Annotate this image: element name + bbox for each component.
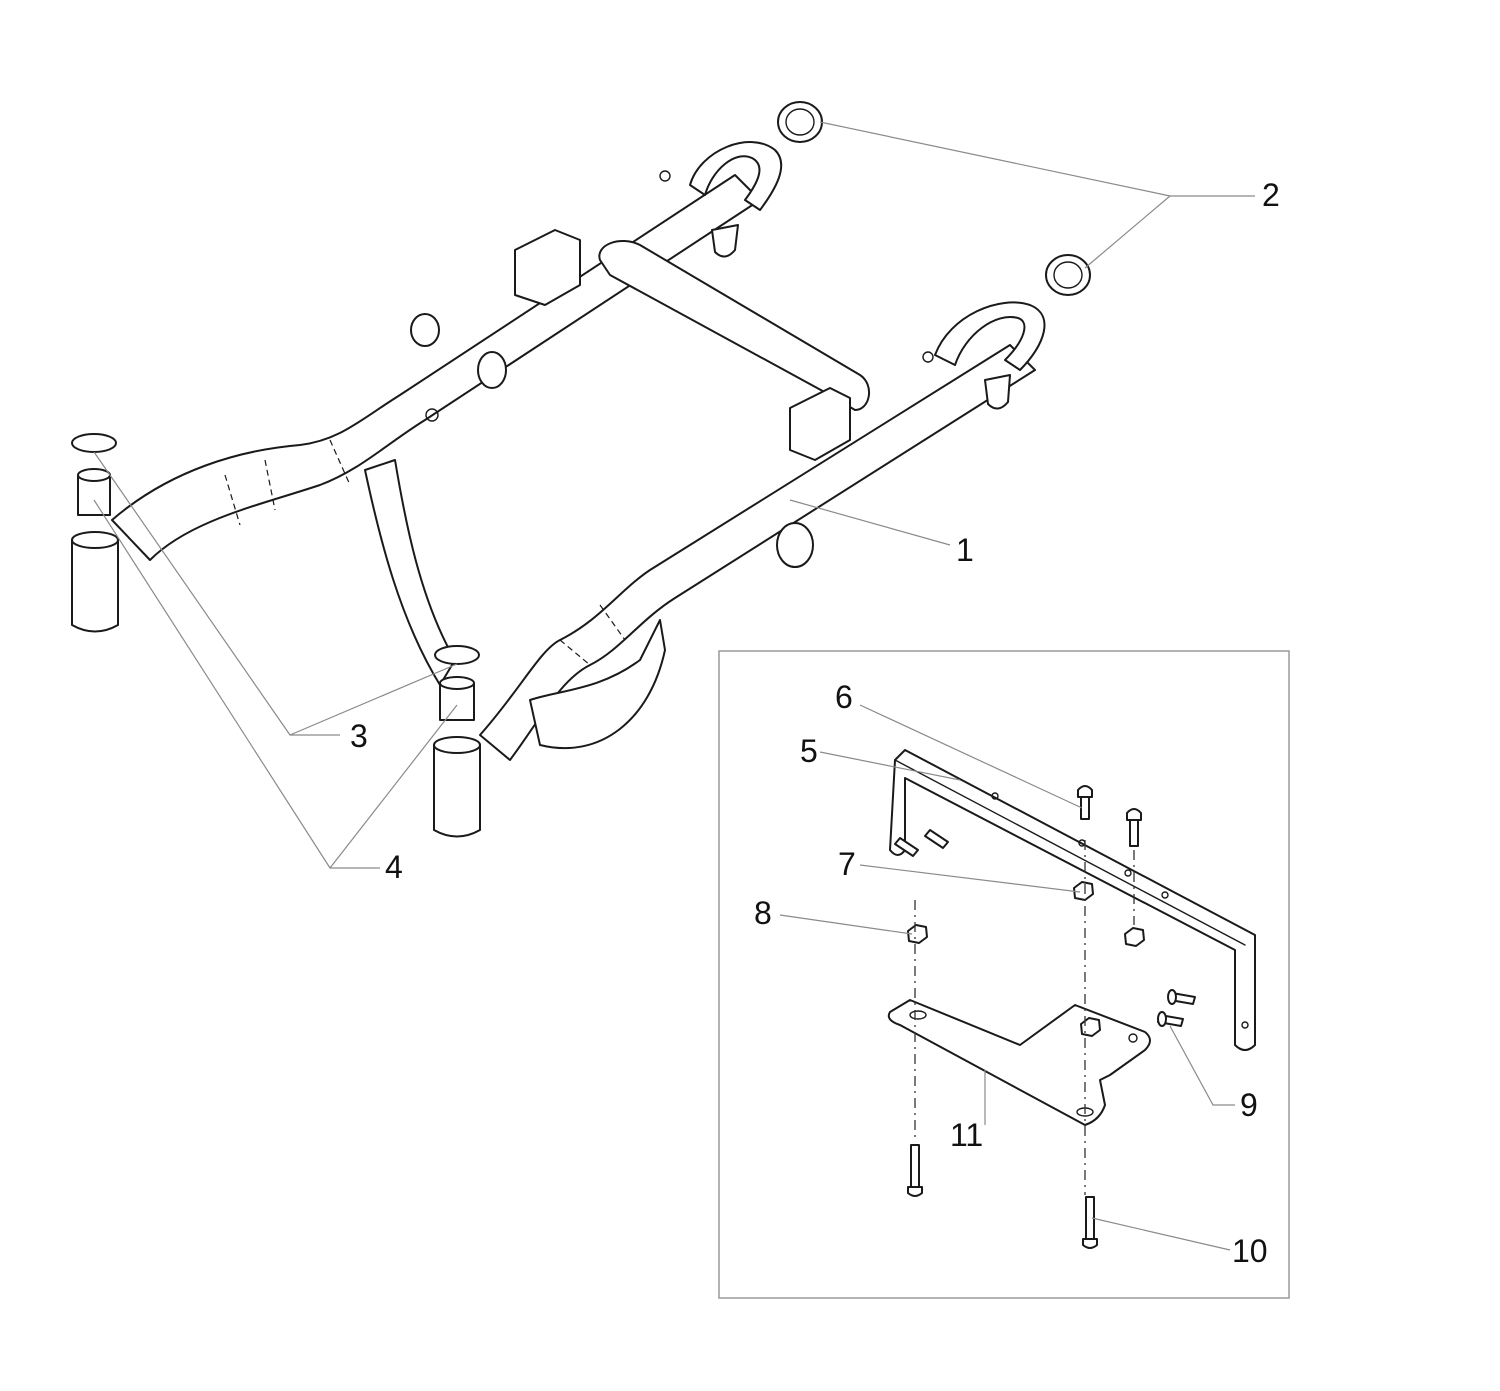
caster-caps-bushings bbox=[71, 433, 480, 721]
frame-lower-brace bbox=[364, 459, 456, 686]
end-grommets bbox=[777, 101, 1091, 296]
leader-lines-inset bbox=[779, 704, 1235, 1251]
callout-labels: 1 2 3 4 5 6 7 8 9 10 11 bbox=[350, 177, 1280, 1269]
frame-right-rail bbox=[479, 344, 1036, 761]
frame-lower-loop bbox=[529, 619, 666, 750]
screw-6a bbox=[1077, 785, 1093, 798]
callout-9: 9 bbox=[1240, 1087, 1258, 1123]
callout-2: 2 bbox=[1262, 177, 1280, 213]
plate-11 bbox=[887, 999, 1151, 1126]
grommet-lower bbox=[1045, 254, 1091, 296]
nut-8 bbox=[907, 924, 928, 944]
caster-socket-left bbox=[71, 539, 119, 633]
grommet-upper bbox=[777, 101, 823, 143]
frame-tab-lower bbox=[984, 374, 1011, 410]
frame-boss-3 bbox=[410, 313, 440, 347]
detail-inset-frame bbox=[718, 650, 1290, 1299]
caster-socket-right bbox=[433, 744, 481, 838]
callout-8: 8 bbox=[754, 895, 772, 931]
frame-saddle-block-left bbox=[514, 229, 581, 306]
main-frame bbox=[71, 141, 1046, 838]
frame-cross-tube bbox=[598, 240, 870, 411]
callout-10: 10 bbox=[1232, 1233, 1268, 1269]
bracket-main bbox=[889, 749, 1256, 1051]
frame-boss-1 bbox=[477, 351, 507, 389]
callout-1: 1 bbox=[956, 532, 974, 568]
frame-tab-upper bbox=[711, 224, 739, 258]
callout-5: 5 bbox=[800, 733, 818, 769]
callout-3: 3 bbox=[350, 718, 368, 754]
frame-rear-loop-lower bbox=[934, 301, 1046, 371]
nut-7 bbox=[1073, 881, 1094, 901]
cap-right bbox=[434, 645, 480, 665]
callout-4: 4 bbox=[385, 849, 403, 885]
callout-7: 7 bbox=[838, 846, 856, 882]
frame-saddle-block-right bbox=[789, 387, 851, 461]
inset-bracket-assembly bbox=[887, 749, 1256, 1249]
callout-11: 11 bbox=[950, 1117, 983, 1153]
cap-left bbox=[71, 433, 117, 453]
leader-lines-main bbox=[93, 121, 1255, 869]
bolt-10a bbox=[910, 1144, 920, 1188]
frame-left-rail bbox=[111, 174, 761, 561]
callout-6: 6 bbox=[835, 679, 853, 715]
screw-6b bbox=[1126, 808, 1142, 821]
frame-rear-loop-upper bbox=[689, 141, 783, 211]
frame-boss-2 bbox=[776, 522, 814, 568]
